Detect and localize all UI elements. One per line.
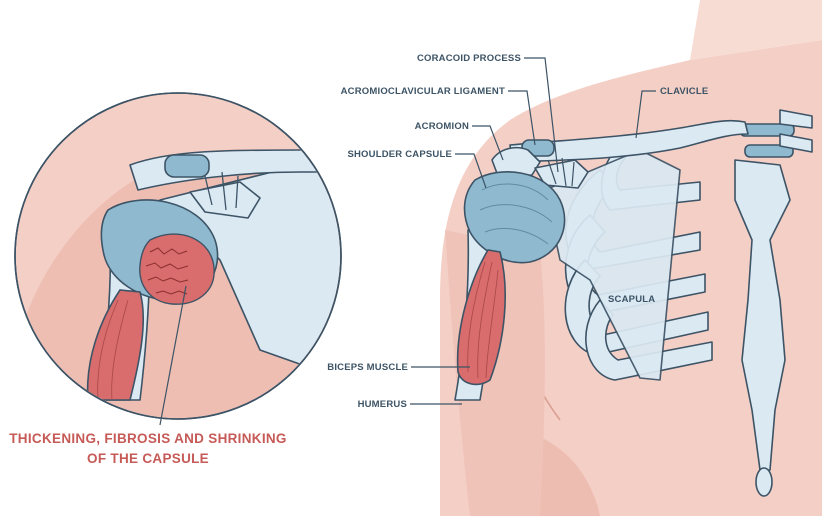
- callouts: CORACOID PROCESS ACROMIOCLAVICULAR LIGAM…: [327, 53, 708, 410]
- inset-closeup: [14, 92, 342, 426]
- leader-coracoid-process: [524, 57, 559, 173]
- sternum-tip: [755, 467, 773, 497]
- label-shoulder-capsule: SHOULDER CAPSULE: [347, 149, 452, 160]
- label-clavicle: CLAVICLE: [660, 86, 708, 97]
- label-humerus: HUMERUS: [358, 399, 407, 410]
- torso-illustration: [440, 0, 822, 516]
- label-scapula: SCAPULA: [608, 294, 655, 305]
- sternum-bone: [734, 159, 791, 471]
- clavicle-bone: [509, 119, 749, 163]
- label-coracoid-process: CORACOID PROCESS: [417, 53, 521, 64]
- leader-acromion: [472, 125, 504, 161]
- label-biceps-muscle: BICEPS MUSCLE: [327, 362, 408, 373]
- label-acromioclavicular-ligament: ACROMIOCLAVICULAR LIGAMENT: [341, 86, 505, 97]
- inset-caption-line2: OF THE CAPSULE: [87, 451, 209, 466]
- shoulder-capsule-shape: [463, 171, 566, 264]
- leader-acromioclavicular-ligament: [508, 90, 536, 146]
- leader-shoulder-capsule: [455, 153, 487, 189]
- coracoid-ligaments: [547, 157, 575, 187]
- inset-caption-line1: THICKENING, FIBROSIS AND SHRINKING: [9, 431, 286, 446]
- neck-skin: [690, 0, 822, 60]
- fibrotic-capsule-region: [139, 233, 215, 305]
- leader-clavicle: [635, 90, 656, 139]
- upper-vertebrae: [739, 109, 813, 158]
- label-acromion: ACROMION: [415, 121, 469, 132]
- inset-caption-leader: [159, 285, 187, 426]
- acromion-bone: [491, 146, 541, 177]
